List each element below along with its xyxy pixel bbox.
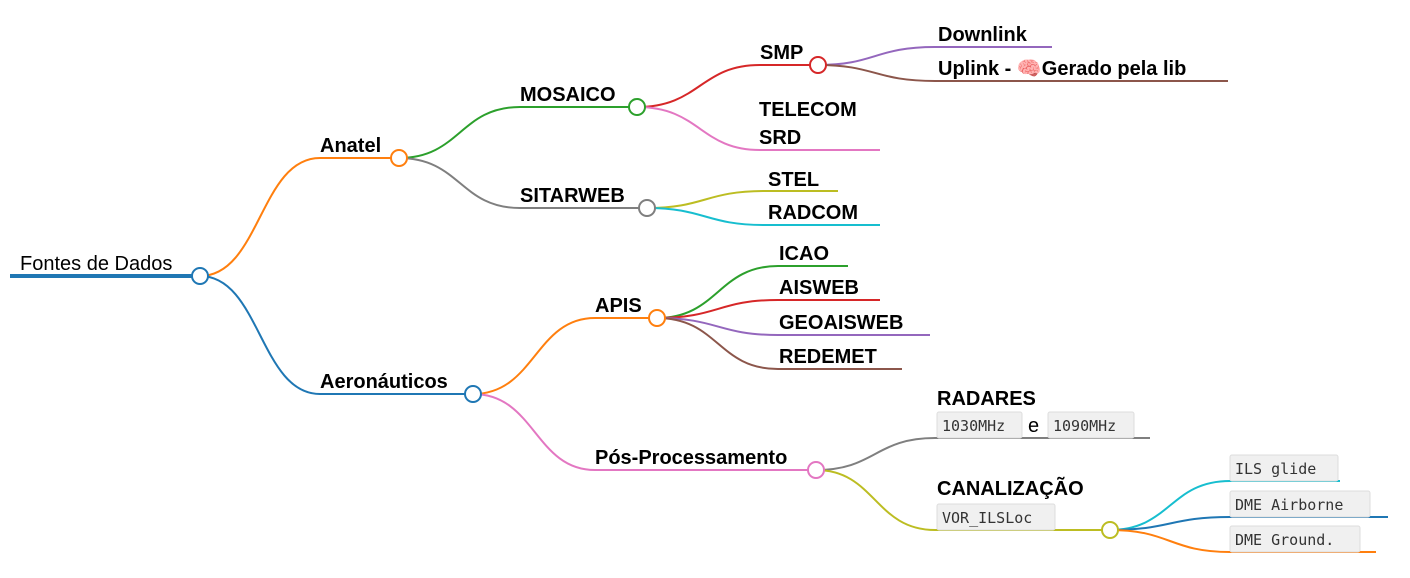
node-dme-ground-label: DME Ground. (1235, 531, 1334, 549)
code-1030mhz: 1030MHz (942, 417, 1005, 435)
node-radares-label: RADARES (937, 388, 1036, 410)
edge-telecom (636, 106, 880, 151)
node-canalizacao-circle[interactable] (1101, 521, 1119, 539)
node-pos-circle[interactable] (807, 461, 825, 479)
edge-anatel (199, 157, 399, 277)
node-pos-label: Pós-Processamento (595, 447, 787, 469)
node-ils-glide-label: ILS glide (1235, 460, 1316, 478)
radares-conj: e (1028, 415, 1039, 437)
node-aeronauticos-circle[interactable] (464, 385, 482, 403)
node-root-label: Fontes de Dados (20, 253, 172, 275)
node-aeronauticos-label: Aeronáuticos (320, 371, 448, 393)
node-uplink-label: Uplink - 🧠Gerado pela lib (938, 58, 1186, 80)
node-smp-circle[interactable] (809, 56, 827, 74)
node-dme-airborne-label: DME Airborne (1235, 496, 1343, 514)
node-mosaico-circle[interactable] (628, 98, 646, 116)
node-radcom-label: RADCOM (768, 202, 858, 224)
code-chip-1090 (1047, 411, 1135, 439)
code-chip-dme-ground (1229, 525, 1361, 553)
edge-mosaico (398, 106, 637, 159)
node-redemet-label: REDEMET (779, 346, 877, 368)
edge-radares (815, 437, 1150, 471)
edge-dme-airborne (1109, 516, 1388, 531)
node-root-circle[interactable] (191, 267, 209, 285)
node-aisweb-label: AISWEB (779, 277, 859, 299)
node-anatel-circle[interactable] (390, 149, 408, 167)
edge-aisweb (656, 299, 880, 319)
code-vor-ilsloc: VOR_ILSLoc (942, 509, 1032, 527)
code-1090mhz: 1090MHz (1053, 417, 1116, 435)
node-canalizacao-label: CANALIZAÇÃO (937, 477, 1084, 500)
code-chip-ils-glide (1229, 454, 1339, 482)
node-apis-label: APIS (595, 295, 642, 317)
node-smp-label: SMP (760, 42, 803, 64)
node-srd-label: SRD (759, 127, 801, 149)
edge-ils-glide (1109, 480, 1340, 531)
brain-icon: 🧠 (1017, 58, 1042, 80)
edge-radcom (646, 207, 880, 226)
uplink-prefix: Uplink - (938, 58, 1017, 80)
edge-smp (636, 64, 818, 108)
code-chip-dme-airborne (1229, 490, 1371, 518)
edge-canalizacao (815, 469, 1110, 531)
edge-uplink (817, 64, 1228, 82)
node-mosaico-label: MOSAICO (520, 84, 616, 106)
node-telecom-label: TELECOM (759, 99, 857, 121)
edge-downlink (817, 46, 1052, 66)
uplink-suffix: Gerado pela lib (1042, 58, 1186, 80)
node-icao-label: ICAO (779, 243, 829, 265)
node-stel-label: STEL (768, 169, 819, 191)
node-sitarweb-circle[interactable] (638, 199, 656, 217)
code-chip-1030 (936, 411, 1023, 439)
edge-stel (646, 190, 838, 209)
edge-geoaisweb (656, 317, 930, 336)
edge-redemet (656, 317, 902, 370)
edge-apis (472, 317, 657, 395)
node-apis-circle[interactable] (648, 309, 666, 327)
edge-aeronauticos (199, 275, 473, 395)
edge-sitarweb (398, 157, 647, 209)
edge-dme-ground (1109, 529, 1376, 553)
code-chip-vor (936, 503, 1056, 531)
node-geoaisweb-label: GEOAISWEB (779, 312, 903, 334)
node-downlink-label: Downlink (938, 24, 1028, 46)
node-anatel-label: Anatel (320, 135, 381, 157)
node-sitarweb-label: SITARWEB (520, 185, 625, 207)
edge-icao (656, 265, 848, 319)
edge-pos (472, 393, 816, 471)
